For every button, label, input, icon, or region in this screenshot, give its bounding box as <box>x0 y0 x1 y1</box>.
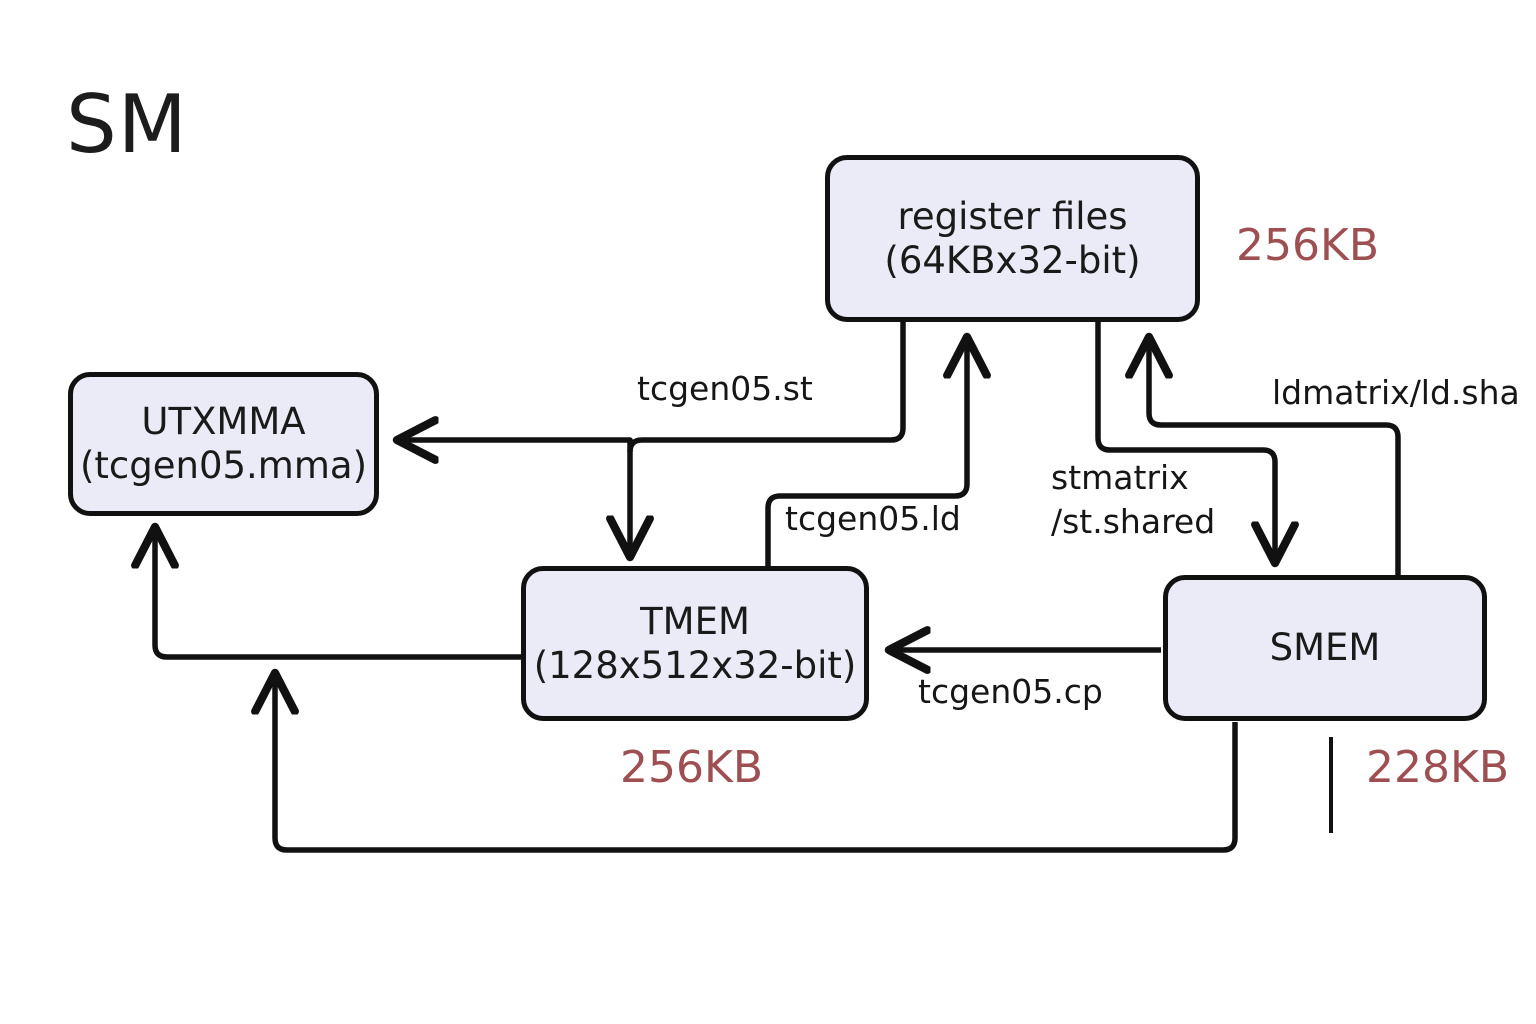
node-utxmma-line2: (tcgen05.mma) <box>79 444 368 487</box>
edge-label-stmatrix-line1: stmatrix <box>1051 458 1189 497</box>
page-title: SM <box>66 78 188 171</box>
node-register-files[interactable]: register files (64KBx32-bit) <box>825 155 1200 322</box>
capacity-label-smem: 228KB <box>1366 742 1510 793</box>
edge-label-tcgen05-ld: tcgen05.ld <box>785 499 961 538</box>
node-register-files-line2: (64KBx32-bit) <box>884 238 1141 282</box>
edge-label-tcgen05-cp: tcgen05.cp <box>918 672 1103 711</box>
node-smem[interactable]: SMEM <box>1163 575 1487 721</box>
edge-to-utxmma-from-st <box>398 440 633 452</box>
node-smem-line1: SMEM <box>1269 626 1381 670</box>
edge-label-tcgen05-st: tcgen05.st <box>637 369 813 408</box>
node-utxmma[interactable]: UTXMMA (tcgen05.mma) <box>68 372 379 516</box>
edge-label-stmatrix-line2: /st.shared <box>1051 501 1216 541</box>
edge-stmatrix-st-shared <box>1095 322 1275 562</box>
node-tmem-line1: TMEM <box>640 599 750 643</box>
node-utxmma-line1: UTXMMA <box>141 400 306 444</box>
edge-smem-to-utxmma <box>275 674 1238 853</box>
edge-tcgen05-ld <box>765 338 967 566</box>
node-register-files-line1: register files <box>897 194 1128 238</box>
capacity-label-register-files: 256KB <box>1236 220 1380 271</box>
node-tmem-line2: (128x512x32-bit) <box>533 643 857 687</box>
edge-label-stmatrix: stmatrix /st.shared <box>1051 456 1215 543</box>
edge-ldmatrix-ld-shared <box>1149 338 1401 575</box>
node-tmem[interactable]: TMEM (128x512x32-bit) <box>521 566 869 721</box>
capacity-label-tmem: 256KB <box>620 742 764 793</box>
edge-label-ldmatrix: ldmatrix/ld.sha <box>1272 373 1520 412</box>
edge-tmem-to-utxmma <box>155 528 521 660</box>
